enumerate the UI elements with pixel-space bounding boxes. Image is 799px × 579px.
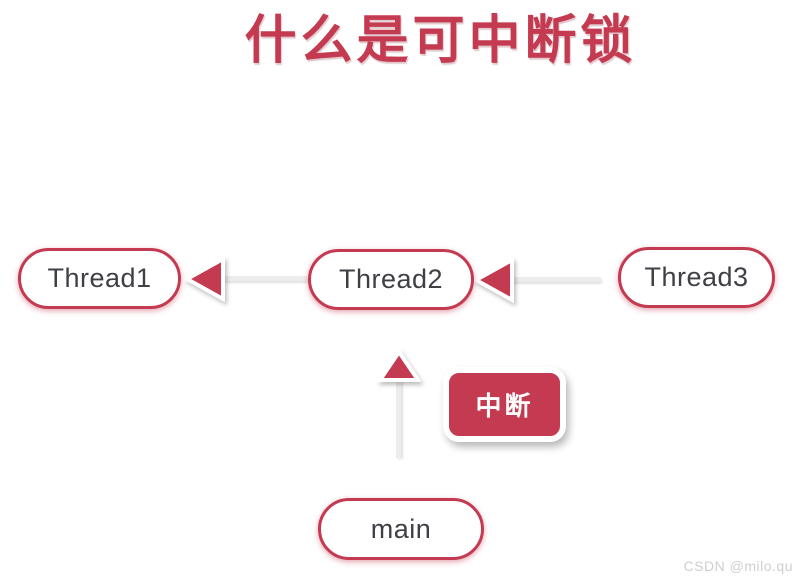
arrowhead-up-icon bbox=[377, 349, 421, 385]
node-thread2-label: Thread2 bbox=[338, 264, 444, 294]
connector-line-main-to-thread2 bbox=[396, 379, 401, 458]
node-main: main bbox=[318, 498, 484, 560]
node-thread3: Thread3 bbox=[618, 247, 775, 308]
node-thread3-label: Thread3 bbox=[644, 262, 749, 292]
interrupt-button: 中断 bbox=[443, 367, 566, 442]
arrowhead-left-icon bbox=[473, 257, 515, 303]
diagram-title: 什么是可中断锁 bbox=[244, 12, 637, 70]
node-thread1-label: Thread1 bbox=[47, 263, 152, 293]
node-main-label: main bbox=[370, 513, 432, 544]
watermark: CSDN @milo.qu bbox=[683, 558, 793, 574]
connector-line-thread3-to-thread2 bbox=[509, 277, 601, 282]
node-thread1: Thread1 bbox=[18, 248, 181, 309]
connector-line-thread2-to-thread1 bbox=[219, 276, 307, 281]
node-thread2: Thread2 bbox=[308, 249, 474, 310]
arrowhead-left-icon bbox=[184, 256, 226, 302]
